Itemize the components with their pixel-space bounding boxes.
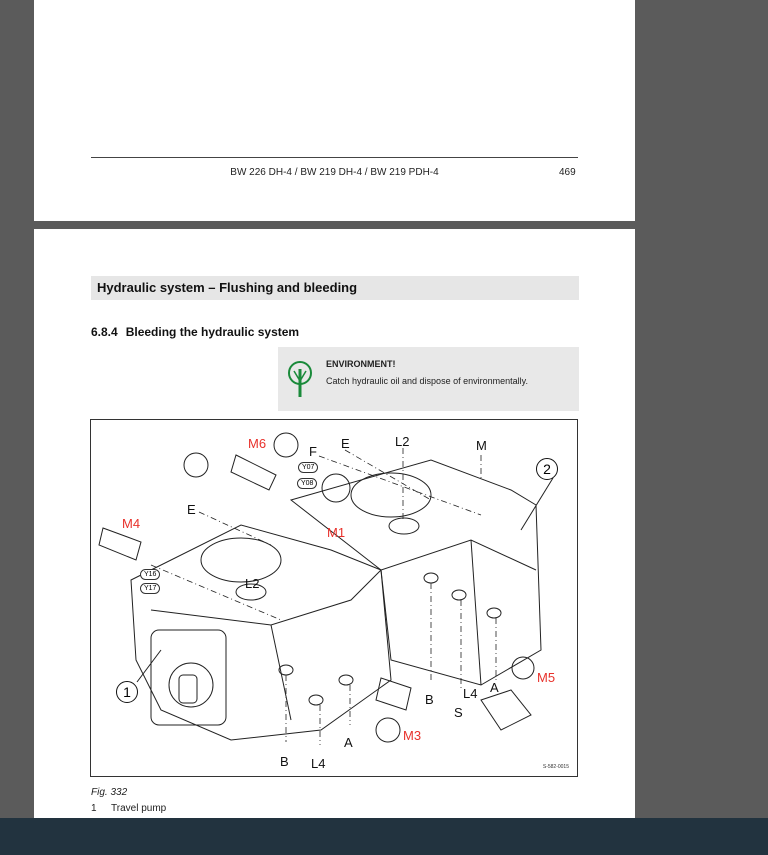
pump-drawing — [98, 432, 554, 745]
label-y08: Y08 — [297, 478, 318, 489]
footer-title: BW 226 DH-4 / BW 219 DH-4 / BW 219 PDH-4 — [230, 167, 439, 178]
legend-number: 1 — [91, 803, 97, 814]
notice-title: ENVIRONMENT! — [326, 359, 396, 369]
label-e-left: E — [187, 502, 196, 517]
label-b-left: B — [280, 754, 289, 769]
footer-rule — [91, 157, 578, 158]
label-s: S — [454, 705, 463, 720]
subsection-number: 6.8.4 — [91, 325, 118, 339]
label-l4-left: L4 — [311, 756, 326, 771]
label-m1: M1 — [327, 525, 346, 540]
label-l2-top: L2 — [395, 434, 410, 449]
label-m3: M3 — [403, 728, 422, 743]
page-number: 469 — [559, 167, 576, 178]
label-m6: M6 — [248, 436, 267, 451]
label-y07: Y07 — [298, 462, 319, 473]
label-a-right: A — [490, 680, 499, 695]
label-y16: Y16 — [140, 569, 161, 580]
callout-2: 2 — [536, 458, 558, 480]
hydraulic-pump-figure: M6 F E L2 M 2 Y07 Y08 E M4 M1 Y16 Y17 L2… — [90, 419, 578, 777]
subsection-heading: 6.8.4 Bleeding the hydraulic system — [91, 325, 299, 339]
callout-1: 1 — [116, 681, 138, 703]
pdf-page-469: BW 226 DH-4 / BW 219 DH-4 / BW 219 PDH-4… — [34, 0, 635, 221]
label-y17: Y17 — [140, 583, 161, 594]
subsection-title: Bleeding the hydraulic system — [125, 325, 300, 339]
environment-notice: ENVIRONMENT! Catch hydraulic oil and dis… — [278, 347, 579, 411]
label-e-top: E — [341, 436, 350, 451]
legend-text: Travel pump — [111, 803, 167, 814]
label-m5: M5 — [537, 670, 556, 685]
label-m4: M4 — [122, 516, 141, 531]
label-l2-left: L2 — [245, 576, 260, 591]
label-a-left: A — [344, 735, 353, 750]
section-title: Hydraulic system – Flushing and bleeding — [97, 280, 358, 295]
pdf-page-470: Hydraulic system – Flushing and bleeding… — [34, 229, 635, 829]
viewer-bottom-toolbar — [0, 818, 768, 855]
figure-caption: Fig. 332 — [91, 787, 128, 798]
legend-item: 1 Travel pump — [91, 803, 166, 814]
tree-icon — [288, 361, 312, 397]
notice-text: Catch hydraulic oil and dispose of envir… — [326, 376, 528, 386]
figure-code: S-582-0015 — [542, 764, 569, 770]
label-l4-right: L4 — [463, 686, 478, 701]
label-f: F — [309, 444, 317, 459]
label-m: M — [476, 438, 487, 453]
section-header: Hydraulic system – Flushing and bleeding — [91, 276, 579, 300]
label-b-right: B — [425, 692, 434, 707]
